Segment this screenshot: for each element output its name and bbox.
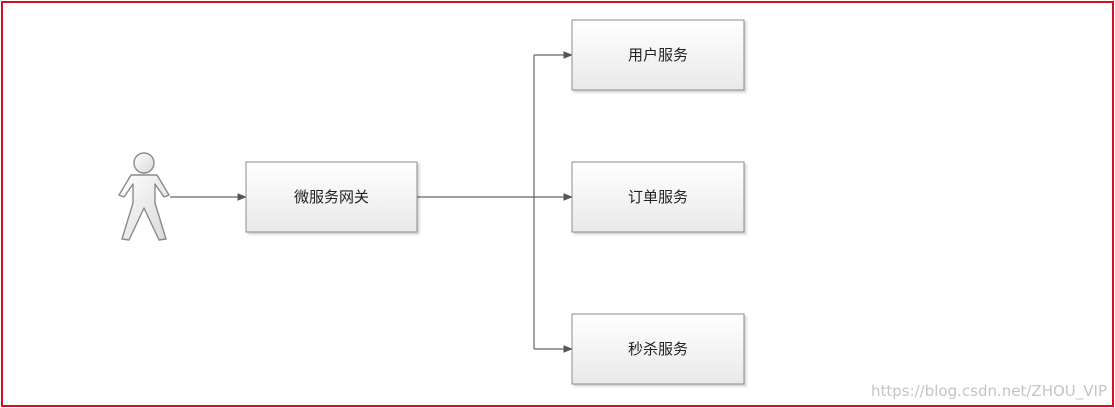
seckill-service-label: 秒杀服务: [628, 340, 688, 358]
watermark-text: https://blog.csdn.net/ZHOU_VIP: [870, 382, 1107, 400]
order-service-node: 订单服务: [571, 161, 745, 233]
gateway-node: 微服务网关: [245, 161, 418, 233]
seckill-service-node: 秒杀服务: [571, 313, 745, 385]
connectors: [170, 51, 573, 353]
order-service-label: 订单服务: [628, 188, 688, 206]
gateway-label: 微服务网关: [294, 188, 369, 206]
user-actor-icon: [118, 152, 170, 241]
user-service-label: 用户服务: [628, 46, 688, 64]
user-service-node: 用户服务: [571, 19, 745, 91]
